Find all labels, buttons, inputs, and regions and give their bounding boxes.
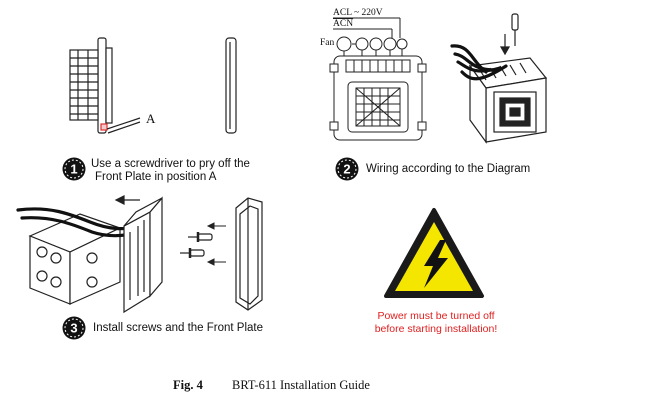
step2-instruction: Wiring according to the Diagram xyxy=(366,163,531,175)
position-a-label: A xyxy=(146,111,156,126)
step1-number: 1 xyxy=(70,162,77,177)
step3-badge: 3 xyxy=(62,316,86,340)
figure-number: Fig. 4 xyxy=(173,378,203,392)
step1-instruction-line1: Use a screwdriver to pry off the xyxy=(91,158,250,170)
acl-label: ACL ~ 220V xyxy=(333,8,383,18)
warning-line2: before starting installation! xyxy=(374,323,498,335)
step1-badge: 1 xyxy=(62,157,86,181)
step3-instruction: Install screws and the Front Plate xyxy=(93,322,264,334)
step2-number: 2 xyxy=(343,162,350,177)
step2-badge: 2 xyxy=(335,157,359,181)
figure-title: BRT-611 Installation Guide xyxy=(232,378,370,392)
warning-line1: Power must be turned off xyxy=(377,310,495,322)
step1-instruction-line2: Front Plate in position A xyxy=(95,171,217,183)
fan-label: Fan xyxy=(320,38,335,48)
step3-number: 3 xyxy=(70,321,77,336)
acn-label: ACN xyxy=(333,19,354,29)
